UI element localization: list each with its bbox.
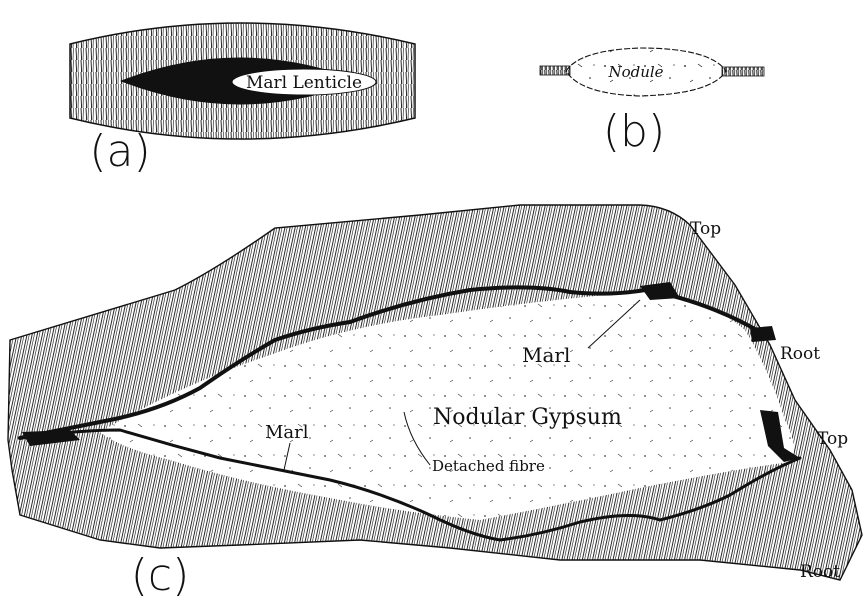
panel-b: Nodule (b) bbox=[540, 48, 764, 157]
nodular-gypsum-label: Nodular Gypsum bbox=[433, 405, 622, 430]
lenticle-label: Marl Lenticle bbox=[246, 73, 362, 93]
top-label-upper: Top bbox=[690, 219, 721, 239]
seam-right bbox=[722, 67, 764, 76]
panel-c: Marl Nodular Gypsum Marl Detached fibre … bbox=[8, 205, 862, 601]
panel-a-label: (a) bbox=[89, 126, 150, 177]
detached-fibre-label: Detached fibre bbox=[432, 457, 545, 475]
marl-pocket-right bbox=[750, 326, 776, 342]
panel-b-label: (b) bbox=[603, 106, 665, 157]
marl-label-right: Marl bbox=[522, 343, 570, 367]
root-label-upper: Root bbox=[780, 344, 820, 364]
nodule-label: Nodule bbox=[607, 63, 663, 81]
marl-label-left: Marl bbox=[265, 422, 309, 443]
seam-left bbox=[540, 66, 570, 75]
panel-c-label: (c) bbox=[131, 550, 190, 601]
root-label-lower: Root bbox=[800, 562, 840, 582]
panel-a: Marl Lenticle (a) bbox=[70, 23, 415, 177]
top-label-lower: Top bbox=[817, 429, 848, 449]
